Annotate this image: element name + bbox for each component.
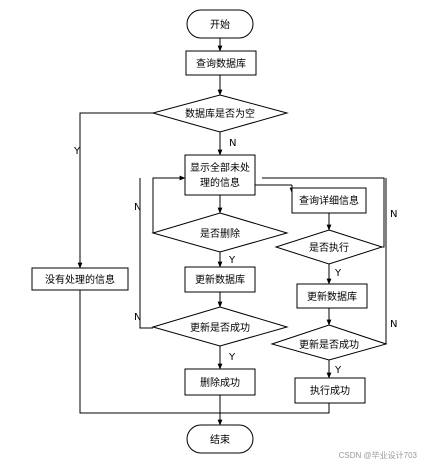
- edge-labels: Y N N Y N Y N Y N Y: [73, 138, 397, 376]
- label-updateleft-yes: Y: [228, 352, 236, 363]
- label-updateright-no: N: [390, 319, 397, 330]
- node-execute-ok: 执行成功: [294, 377, 366, 404]
- node-no-info: 没有处理的信息: [31, 267, 129, 291]
- decision-db-empty: 数据库是否为空: [151, 94, 289, 133]
- label-delete-no: N: [134, 202, 141, 213]
- label-execute-yes: Y: [334, 268, 342, 279]
- label-updateright-yes: Y: [334, 365, 342, 376]
- label-empty-yes: Y: [73, 146, 81, 157]
- edge-executeok-end: [220, 403, 330, 414]
- node-query-db: 查询数据库: [185, 50, 257, 76]
- node-delete-ok: 删除成功: [184, 368, 256, 396]
- node-show-all: 显示全部未处 理的信息: [184, 154, 256, 196]
- db-empty-label: 数据库是否为空: [185, 107, 255, 120]
- query-db-label: 查询数据库: [196, 57, 246, 70]
- decision-execute: 是否执行: [274, 229, 384, 265]
- show-all-label-2: 理的信息: [200, 176, 240, 189]
- update-ok-right-label: 更新是否成功: [299, 338, 359, 351]
- decision-update-ok-right: 更新是否成功: [270, 324, 388, 361]
- no-info-label: 没有处理的信息: [45, 273, 115, 286]
- node-update-db-left: 更新数据库: [184, 266, 256, 293]
- execute-ok-label: 执行成功: [310, 384, 350, 397]
- show-all-label-1: 显示全部未处: [190, 161, 250, 174]
- update-db-right-label: 更新数据库: [307, 290, 357, 303]
- decision-delete: 是否删除: [151, 212, 289, 253]
- label-updateleft-no: N: [134, 312, 141, 323]
- watermark-text: CSDN @毕业设计703: [339, 450, 418, 460]
- query-detail-label: 查询详细信息: [299, 194, 359, 207]
- update-db-left-label: 更新数据库: [195, 273, 245, 286]
- node-query-detail: 查询详细信息: [291, 187, 367, 214]
- node-end: 结束: [186, 424, 254, 454]
- execute-label: 是否执行: [309, 241, 349, 254]
- label-empty-no: N: [229, 138, 236, 149]
- decision-update-ok-left: 更新是否成功: [151, 306, 289, 347]
- edge-noinfo-end: [79, 290, 220, 414]
- start-label: 开始: [210, 18, 230, 31]
- node-update-db-right: 更新数据库: [296, 283, 368, 309]
- edge-delete-no: [152, 175, 186, 233]
- label-execute-no: N: [390, 209, 397, 220]
- connectors: [77, 38, 387, 426]
- edge-updateleft-no: [139, 178, 153, 329]
- end-label: 结束: [210, 433, 230, 446]
- delete-label: 是否删除: [200, 227, 240, 240]
- node-start: 开始: [186, 9, 254, 39]
- label-delete-yes: Y: [228, 255, 236, 266]
- update-ok-left-label: 更新是否成功: [190, 321, 250, 334]
- edge-empty-yes: [77, 112, 153, 269]
- delete-ok-label: 删除成功: [200, 376, 240, 389]
